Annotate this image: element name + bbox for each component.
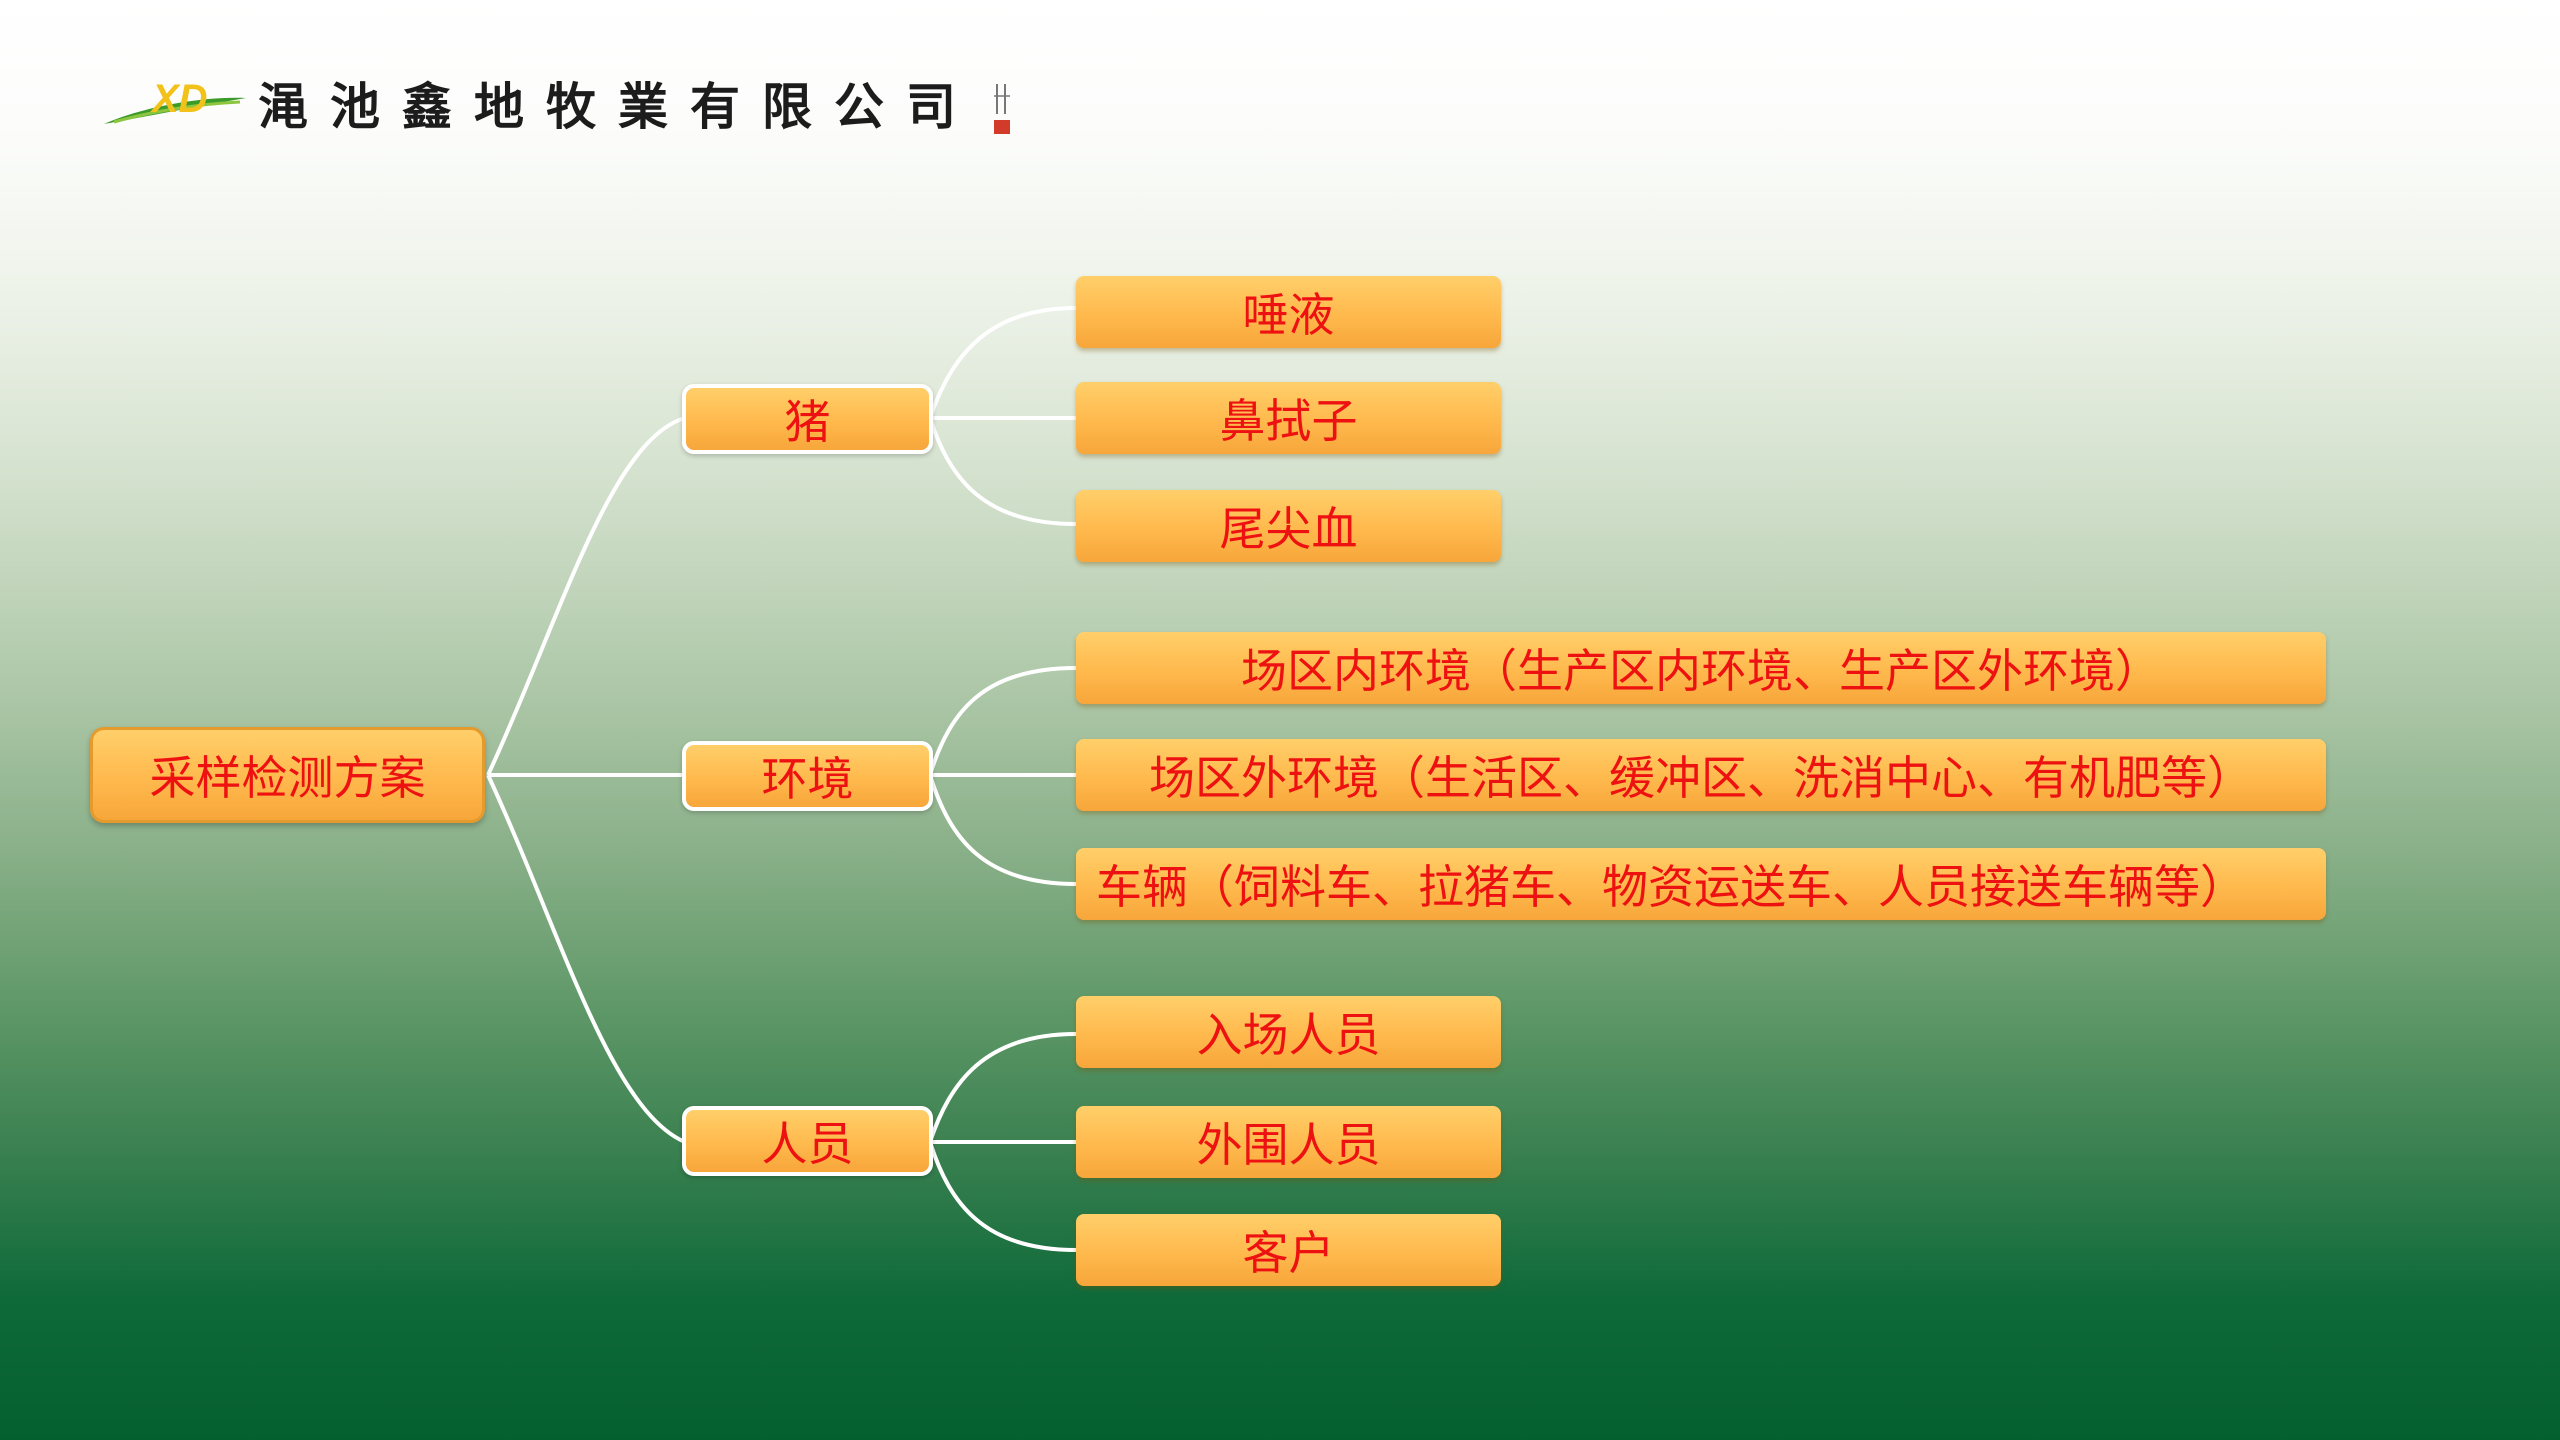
branch-node-pig: 猪: [682, 384, 933, 454]
company-name: 渑池鑫地牧業有限公司: [258, 77, 978, 136]
connector-root-people: [486, 774, 686, 1144]
root-node: 采样检测方案: [90, 727, 485, 823]
connector-root-pig: [486, 416, 686, 776]
leaf-node-outer-personnel: 外围人员: [1076, 1106, 1501, 1178]
logo-letters: XD: [150, 77, 208, 121]
leaf-node-saliva: 唾液: [1076, 276, 1501, 348]
leaf-node-inner-environment: 场区内环境（生产区内环境、生产区外环境）: [1076, 632, 2326, 704]
seal-stamp-icon: [994, 84, 1010, 134]
leaf-node-tail-blood: 尾尖血: [1076, 490, 1501, 562]
connector-people-client: [928, 1141, 1077, 1252]
leaf-node-nasal-swab: 鼻拭子: [1076, 382, 1501, 454]
leaf-node-entry-personnel: 入场人员: [1076, 996, 1501, 1068]
connector-env-vehicle: [928, 774, 1077, 886]
leaf-node-clients: 客户: [1076, 1214, 1501, 1286]
connector-pig-saliva: [928, 306, 1077, 419]
branch-node-environment: 环境: [682, 741, 933, 811]
branch-node-personnel: 人员: [682, 1106, 933, 1176]
company-logo-icon: XD: [104, 77, 246, 124]
leaf-node-vehicles: 车辆（饲料车、拉猪车、物资运送车、人员接送车辆等）: [1076, 848, 2326, 920]
leaf-node-outer-environment: 场区外环境（生活区、缓冲区、洗消中心、有机肥等）: [1076, 739, 2326, 811]
connector-pig-blood: [928, 417, 1077, 526]
connector-people-entry: [928, 1032, 1077, 1143]
connector-env-inner: [928, 666, 1077, 776]
